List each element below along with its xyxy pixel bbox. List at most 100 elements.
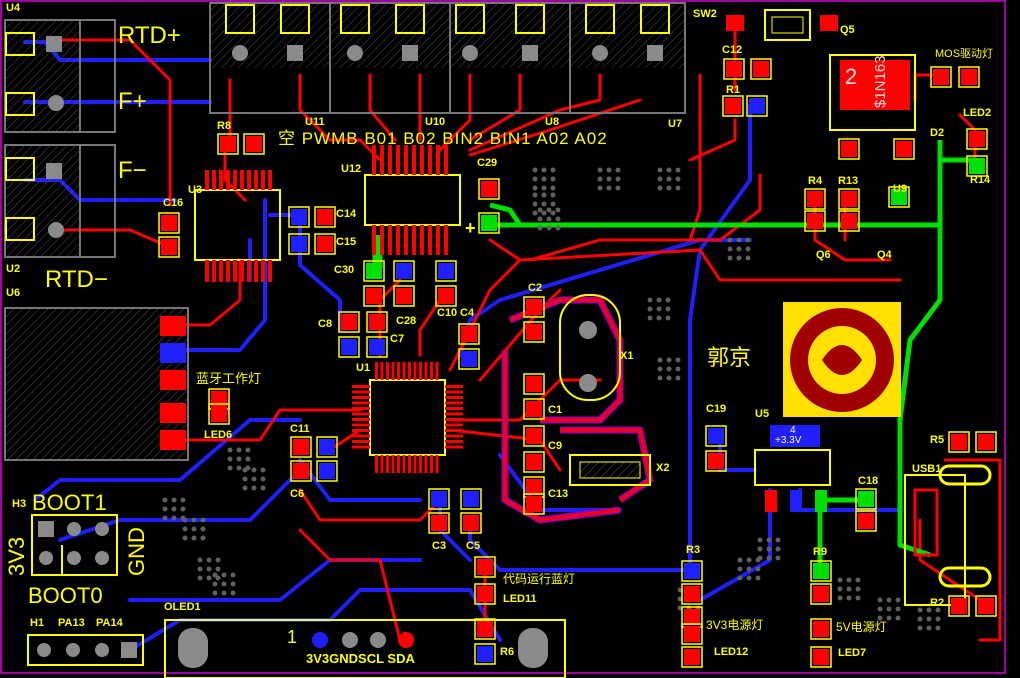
- label-ic-marking: $1N163: [872, 55, 889, 108]
- square-pad-icon: [438, 288, 454, 304]
- header-pin-pad: [402, 45, 418, 61]
- via-dot-icon: [877, 606, 883, 612]
- label-q5: Q5: [840, 24, 855, 36]
- via-dot-icon: [260, 485, 266, 491]
- via-dot-icon: [532, 167, 538, 173]
- via-dot-icon: [182, 517, 188, 523]
- label-c3: C3: [432, 540, 447, 552]
- square-pad-icon: [951, 434, 967, 450]
- label-r4: R4: [808, 175, 823, 187]
- label-c6: C6: [290, 488, 305, 500]
- square-pad-icon: [841, 141, 857, 157]
- via-dot-icon: [727, 246, 733, 252]
- square-pad-icon: [461, 326, 477, 342]
- via-dot-icon: [775, 546, 781, 552]
- via-dot-icon: [657, 375, 663, 381]
- square-pad-icon: [753, 61, 769, 77]
- label-c28: C28: [396, 315, 417, 327]
- ic-pin: [430, 362, 433, 380]
- connector-u2: [4, 144, 116, 258]
- square-pad-icon: [161, 239, 177, 255]
- label-c9: C9: [548, 440, 563, 452]
- via-dot-icon: [877, 615, 883, 621]
- pad-outline: [460, 512, 482, 534]
- pad-outline: [958, 66, 980, 88]
- ic-pin: [372, 145, 376, 175]
- ic-pin: [413, 362, 417, 380]
- pad-outline: [158, 236, 180, 258]
- via-dot-icon: [755, 566, 761, 572]
- via-dot-icon: [657, 176, 663, 182]
- via-dot-icon: [227, 447, 233, 453]
- label-pa14: PA14: [96, 617, 123, 629]
- label-c19: C19: [706, 403, 727, 415]
- label-c10: C10: [437, 307, 458, 319]
- pad-outline: [723, 58, 745, 80]
- header-pin-outline: [395, 4, 425, 34]
- square-pad-icon: [951, 598, 967, 614]
- square-pad-icon: [684, 649, 700, 665]
- pad-outline: [838, 138, 860, 160]
- ic-pin: [212, 170, 216, 190]
- header-pin-outline: [340, 4, 370, 34]
- pad-outline: [523, 321, 545, 343]
- via-dot-icon: [745, 255, 751, 261]
- pad-outline: [338, 336, 360, 358]
- via-dot-icon: [846, 595, 852, 601]
- square-pad-icon: [526, 454, 542, 470]
- via-dot-icon: [736, 255, 742, 261]
- via-dot-icon: [917, 616, 923, 622]
- via-dot-icon: [647, 297, 653, 303]
- label-reg-num: 4: [790, 425, 796, 436]
- via-dot-icon: [180, 497, 186, 503]
- label-c1: C1: [548, 404, 563, 416]
- label-c5: C5: [466, 540, 481, 552]
- via-dot-icon: [242, 467, 248, 473]
- square-pad-icon: [813, 621, 829, 637]
- square-pad-icon: [526, 299, 542, 315]
- pad-outline: [158, 212, 180, 234]
- label-c4: C4: [460, 307, 475, 319]
- square-pad-icon: [481, 215, 497, 231]
- via-dot-icon: [546, 207, 552, 213]
- ic-pin: [391, 362, 395, 380]
- pad-outline: [705, 425, 727, 447]
- ic-pin: [352, 385, 370, 388]
- via-dot-icon: [555, 216, 561, 222]
- via-dot-icon: [846, 577, 852, 583]
- via-dot-icon: [745, 237, 751, 243]
- pad-outline: [428, 488, 450, 510]
- pad-outline: [975, 431, 997, 453]
- header-h3: [31, 514, 118, 576]
- via-dot-icon: [242, 485, 248, 491]
- via-dot-icon: [837, 595, 843, 601]
- via-dot-icon: [675, 176, 681, 182]
- square-pad-icon: [396, 263, 412, 279]
- label-c18: C18: [858, 475, 879, 487]
- pad-outline: [523, 493, 545, 515]
- via-dot-icon: [746, 557, 752, 563]
- pad-outline: [705, 450, 727, 472]
- ic-pin: [247, 260, 251, 282]
- ic-pin: [219, 170, 223, 190]
- via-dot-icon: [215, 557, 221, 563]
- ic-pin: [428, 225, 432, 255]
- square-pad-icon: [341, 339, 357, 355]
- pad-outline: [855, 510, 877, 532]
- smd-pads: [158, 58, 997, 668]
- label-reg-val: +3.3V: [775, 435, 802, 446]
- pad-outline: [363, 260, 385, 282]
- crystal-x1: [559, 294, 621, 401]
- ic-pin: [445, 445, 463, 449]
- ic-pin: [261, 170, 265, 190]
- via-dot-icon: [727, 255, 733, 261]
- ic-pin: [396, 145, 400, 175]
- ic-pin: [404, 225, 408, 255]
- via-dot-icon: [837, 577, 843, 583]
- via-dot-icon: [532, 185, 538, 191]
- via-dot-icon: [227, 465, 233, 471]
- square-pad-icon: [749, 98, 765, 114]
- ic-pin: [419, 362, 422, 380]
